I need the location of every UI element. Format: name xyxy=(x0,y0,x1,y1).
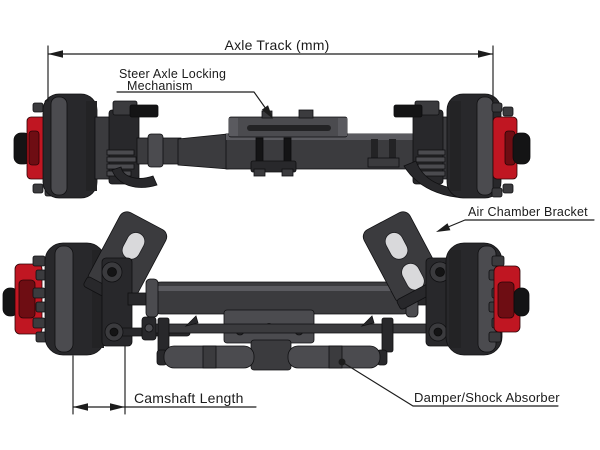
stud xyxy=(32,287,46,299)
air-chamber-bracket-right xyxy=(362,211,447,310)
hub-cap-right-top xyxy=(512,132,531,165)
steering-knuckle-right-top xyxy=(393,100,476,198)
leader-line xyxy=(448,219,595,228)
steer-axle-locking-mechanism xyxy=(228,109,348,138)
arrowhead-left xyxy=(73,403,88,411)
stud xyxy=(491,255,505,267)
stud xyxy=(32,255,46,267)
brake-drum-right-top-highlight xyxy=(476,96,494,196)
brake-hub-right-front-shade xyxy=(497,281,515,319)
clamp-nut xyxy=(253,168,266,177)
damper-assembly xyxy=(156,317,394,371)
lock-plate-knob xyxy=(298,109,314,119)
wheel-studs-right-top xyxy=(491,102,514,198)
stud xyxy=(502,106,514,117)
cotter-pin xyxy=(360,315,375,327)
clamp-bolt xyxy=(371,139,378,164)
cotter-pin xyxy=(184,315,199,327)
cam-ring xyxy=(106,149,135,156)
steer-lock-label-line2: Mechanism xyxy=(127,79,193,93)
beam-taper-left xyxy=(177,133,229,170)
cam-ring xyxy=(415,156,446,163)
kingpin-left-lower-center xyxy=(109,327,119,337)
bracket-slot xyxy=(384,232,409,260)
leader-line xyxy=(116,91,266,109)
lock-plate-tab xyxy=(229,118,238,136)
damper-center-bracket xyxy=(250,339,292,371)
stud xyxy=(502,183,514,194)
brake-drum-left-top-highlight xyxy=(50,96,68,196)
brake-cam-rings xyxy=(415,149,446,177)
dimension-axle-track: Axle Track (mm) xyxy=(47,37,494,102)
tie-rod-arm-right xyxy=(393,104,423,118)
stud xyxy=(32,317,46,329)
brake-drum-right-front-edge xyxy=(449,250,461,348)
label-air-chamber-bracket: Air Chamber Bracket xyxy=(436,205,595,232)
air-chamber-bracket-label: Air Chamber Bracket xyxy=(468,205,588,219)
tie-rod-arm-left xyxy=(129,104,159,118)
stud xyxy=(488,331,502,343)
kingpin-left-upper-center xyxy=(107,267,117,277)
brake-drum-left-front-highlight xyxy=(54,245,74,353)
stud xyxy=(491,102,503,113)
axle-track-label: Axle Track (mm) xyxy=(225,37,330,53)
drop-link-right xyxy=(381,317,394,353)
cam-ring xyxy=(106,156,137,163)
axle-tube-highlight xyxy=(156,286,408,291)
leader-line xyxy=(341,361,559,407)
annotations: Axle Track (mm) Steer Axle Locking Mecha… xyxy=(47,37,595,415)
dimension-camshaft-length: Camshaft Length xyxy=(72,345,257,415)
clamp-plate xyxy=(367,157,400,168)
beam-collar-left xyxy=(147,133,164,168)
leader-arrowhead xyxy=(261,105,273,119)
leader-arrowhead xyxy=(436,223,451,232)
tube-collar-left xyxy=(145,278,159,318)
brake-hub-left-front-shade xyxy=(18,279,36,319)
stud xyxy=(491,187,503,198)
steering-knuckle-left-top xyxy=(94,100,159,188)
front-view xyxy=(2,211,530,371)
drop-link-left xyxy=(157,317,170,353)
stud xyxy=(32,102,44,113)
brake-drum-right-top-edge xyxy=(450,101,461,191)
kingpin-right-upper-center xyxy=(435,267,445,277)
brake-drum-left-top-edge xyxy=(86,101,97,191)
damper-label: Damper/Shock Absorber xyxy=(414,390,560,405)
steering-arm-left-top xyxy=(111,166,158,188)
axle-beam-top xyxy=(136,109,453,177)
steer-lock-label-line1: Steer Axle Locking xyxy=(119,67,226,81)
cam-ring xyxy=(417,163,446,170)
beam-clamp-right xyxy=(367,139,400,168)
hub-cap-right-front xyxy=(513,287,530,317)
kingpin-right-lower-center xyxy=(433,327,443,337)
label-steer-axle-locking-mechanism: Steer Axle Locking Mechanism xyxy=(116,67,273,119)
arrowhead-right xyxy=(110,403,125,411)
u-bolt-clamp xyxy=(250,137,297,177)
stud xyxy=(32,183,44,194)
top-view xyxy=(13,93,531,199)
arrowhead-right xyxy=(478,50,493,58)
camshaft-length-label: Camshaft Length xyxy=(134,390,244,406)
tie-rod-eye xyxy=(144,323,154,333)
damper-left-ring xyxy=(202,345,217,369)
label-damper-shock-absorber: Damper/Shock Absorber xyxy=(338,358,560,407)
brake-hub-left-top-shade xyxy=(28,130,40,166)
lock-plate-slot xyxy=(247,125,331,131)
lock-plate-tab xyxy=(338,118,347,136)
clamp-nut xyxy=(281,168,294,177)
tie-rod xyxy=(147,323,449,334)
clamp-bolt xyxy=(389,139,396,164)
cam-ring xyxy=(417,149,446,156)
arrowhead-left xyxy=(48,50,63,58)
